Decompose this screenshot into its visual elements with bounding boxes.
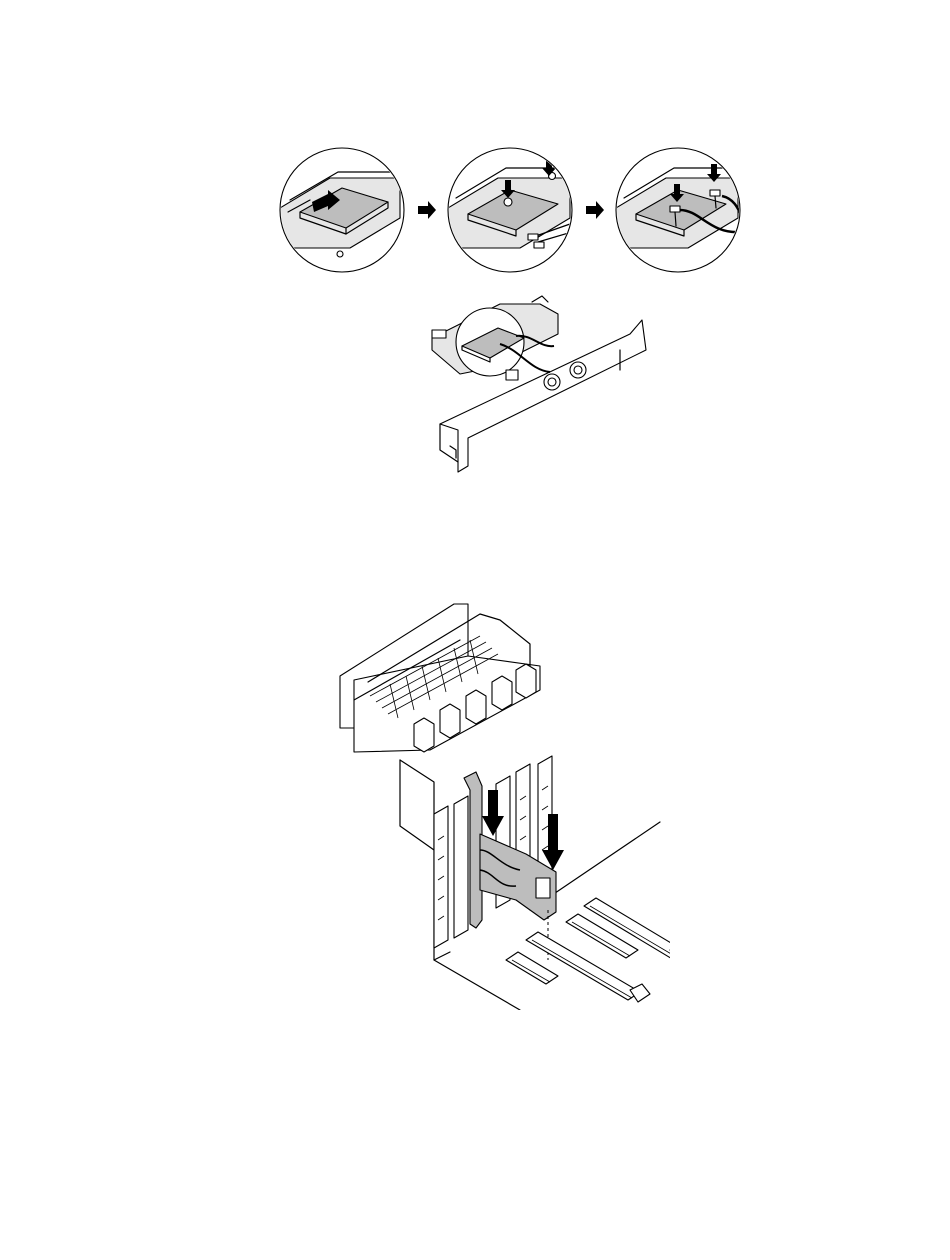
step-1-insert-card bbox=[280, 148, 404, 272]
right-arrow-icon bbox=[586, 201, 604, 219]
right-arrow-icon bbox=[418, 201, 436, 219]
step-sequence-figure bbox=[270, 140, 750, 280]
assembled-adapter-figure bbox=[420, 290, 660, 480]
step-2-install-screw bbox=[448, 148, 572, 272]
step-3-connect-antenna-cables bbox=[616, 148, 748, 272]
install-in-chassis-figure bbox=[330, 600, 670, 1010]
pcie-slots bbox=[506, 898, 670, 1002]
